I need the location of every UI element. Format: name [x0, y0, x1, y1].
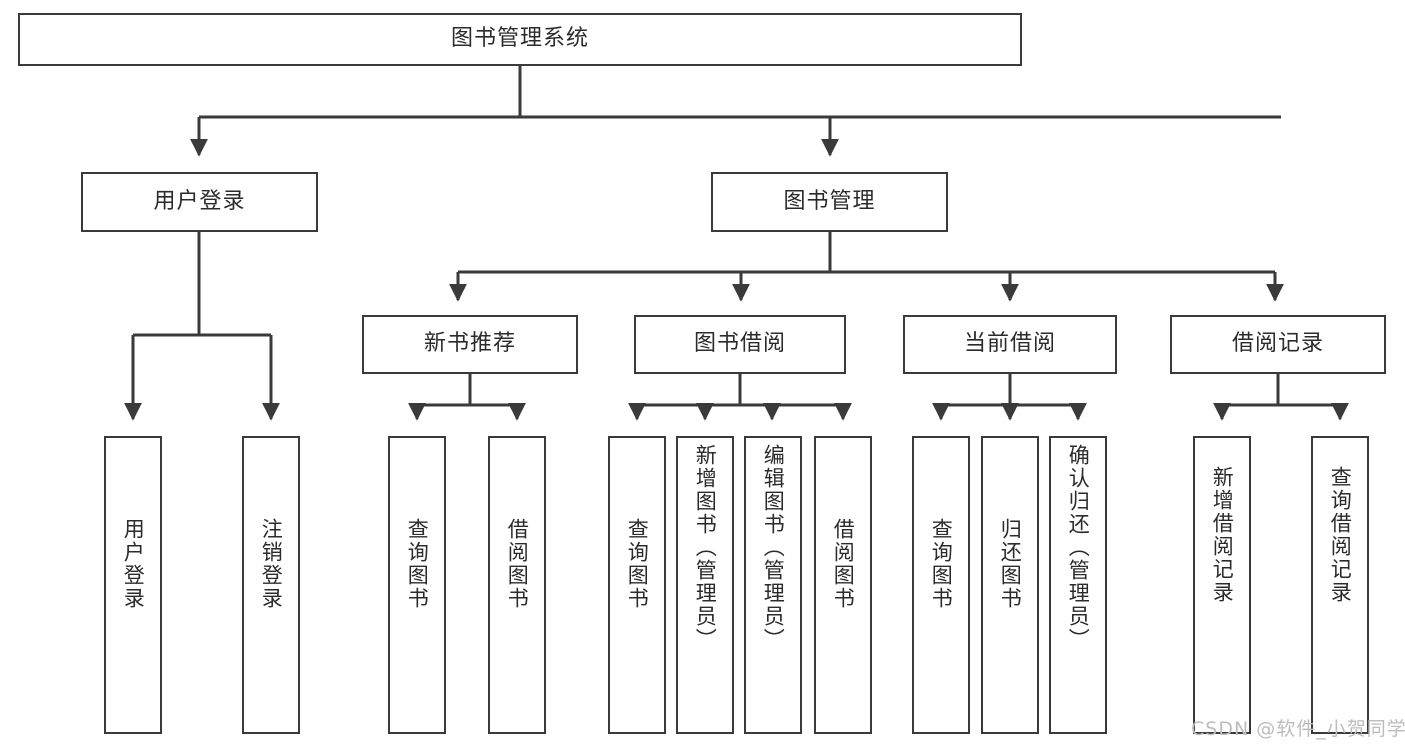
leaf-confirm-return-admin[interactable]: 确认归还（管理员） [1049, 436, 1107, 734]
node-label: 借阅记录 [1231, 331, 1324, 357]
leaf-label: 注销登录 [259, 518, 284, 610]
leaf-label: 查询图书 [625, 518, 650, 610]
leaf-query-borrow-record[interactable]: 查询借阅记录 [1311, 436, 1369, 734]
leaf-label: 确认归还（管理员） [1066, 444, 1091, 651]
leaf-label: 归还图书 [998, 518, 1023, 610]
node-label: 用户登录 [153, 188, 246, 214]
leaf-label: 借阅图书 [831, 518, 856, 610]
node-book-management[interactable]: 图书管理 [711, 172, 948, 232]
leaf-edit-book-admin[interactable]: 编辑图书（管理员） [744, 436, 802, 734]
leaf-label: 查询图书 [405, 518, 430, 610]
leaf-label: 新增图书（管理员） [693, 444, 718, 651]
node-current-borrowing[interactable]: 当前借阅 [903, 315, 1117, 374]
leaf-label: 编辑图书（管理员） [761, 444, 786, 651]
node-root-book-management-system[interactable]: 图书管理系统 [18, 13, 1022, 66]
leaf-add-book-admin[interactable]: 新增图书（管理员） [676, 436, 734, 734]
node-label: 当前借阅 [963, 331, 1056, 357]
leaf-borrow-book-new-rec[interactable]: 借阅图书 [488, 436, 546, 734]
leaf-label: 查询借阅记录 [1328, 466, 1353, 604]
node-new-book-recommendation[interactable]: 新书推荐 [362, 315, 578, 374]
leaf-label: 借阅图书 [505, 518, 530, 610]
node-book-borrowing[interactable]: 图书借阅 [634, 315, 846, 374]
leaf-query-book-borrow[interactable]: 查询图书 [608, 436, 666, 734]
leaf-label: 用户登录 [121, 518, 146, 610]
leaf-label: 新增借阅记录 [1210, 466, 1235, 604]
node-borrowing-record[interactable]: 借阅记录 [1170, 315, 1386, 374]
node-label: 图书管理 [783, 188, 876, 214]
leaf-add-borrow-record[interactable]: 新增借阅记录 [1193, 436, 1251, 734]
node-label: 新书推荐 [423, 331, 516, 357]
leaf-label: 查询图书 [929, 518, 954, 610]
node-label: 图书借阅 [693, 331, 786, 357]
leaf-return-book[interactable]: 归还图书 [981, 436, 1039, 734]
leaf-query-book-new-rec[interactable]: 查询图书 [388, 436, 446, 734]
leaf-logout[interactable]: 注销登录 [242, 436, 300, 734]
csdn-watermark: CSDN @软件_小贺同学 [1191, 718, 1405, 740]
leaf-query-book-current[interactable]: 查询图书 [912, 436, 970, 734]
node-label: 图书管理系统 [450, 26, 589, 52]
leaf-borrow-book-borrow[interactable]: 借阅图书 [814, 436, 872, 734]
leaf-user-login[interactable]: 用户登录 [104, 436, 162, 734]
node-user-login[interactable]: 用户登录 [81, 172, 318, 232]
